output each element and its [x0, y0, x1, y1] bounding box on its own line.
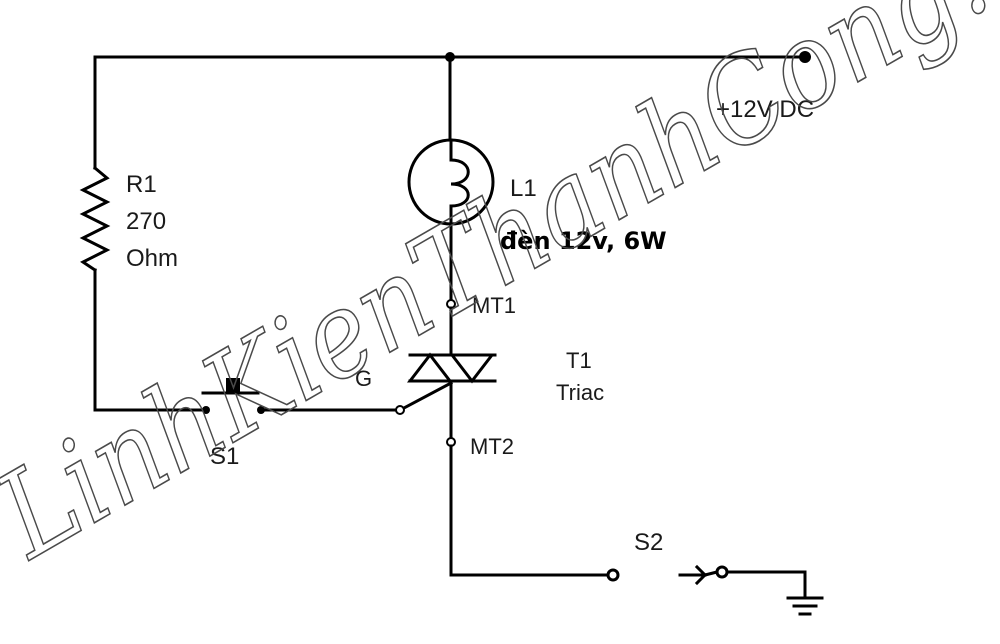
switch1-label: S1 [210, 443, 239, 470]
switch2-label: S2 [634, 529, 663, 556]
push-button-s1 [93, 378, 405, 415]
watermark-text: LinhKienThanhCong.vn [0, 0, 1000, 587]
triac-mt2-label: MT2 [470, 434, 514, 459]
resistor-r1 [79, 55, 111, 412]
triac-type: Triac [556, 380, 604, 405]
lamp-description: đèn 12v, 6W [500, 227, 667, 255]
lamp-ref: L1 [510, 175, 537, 202]
switch-s2 [449, 444, 807, 586]
triac-t1 [401, 299, 497, 447]
supply-label: +12V DC [716, 96, 814, 123]
triac-ref: T1 [566, 348, 592, 373]
lamp-l1 [407, 55, 495, 302]
resistor-ref: R1 [126, 171, 157, 198]
resistor-value: 270 [126, 208, 166, 235]
triac-mt1-label: MT1 [472, 293, 516, 318]
gate-label: G [355, 366, 372, 391]
ground-symbol [786, 570, 824, 616]
resistor-unit: Ohm [126, 245, 178, 272]
